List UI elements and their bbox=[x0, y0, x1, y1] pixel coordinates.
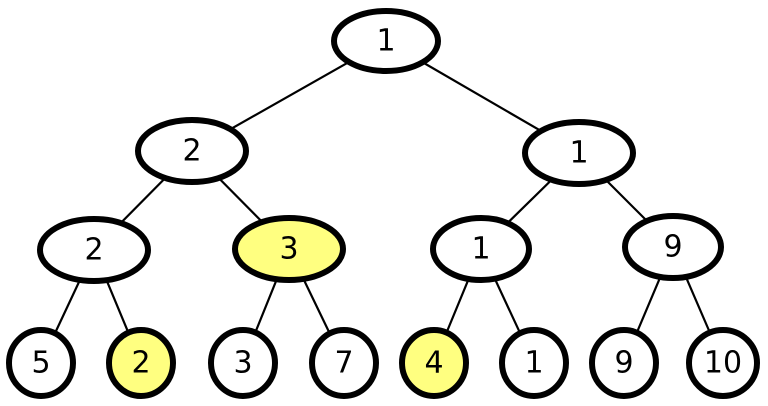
node-label: 3 bbox=[233, 346, 252, 381]
node-ellipse bbox=[106, 327, 176, 399]
tree-node-highlighted: 4 bbox=[399, 327, 469, 399]
tree-node: 3 bbox=[208, 327, 278, 399]
tree-node: 2 bbox=[135, 117, 249, 185]
tree-node: 1 bbox=[499, 327, 569, 399]
tree-node: 1 bbox=[522, 119, 636, 187]
node-ellipse bbox=[309, 327, 379, 399]
node-ellipse bbox=[399, 327, 469, 399]
tree-node: 2 bbox=[37, 216, 151, 284]
node-label: 9 bbox=[663, 230, 682, 265]
tree-nodes: 1 2 1 2 3 1 9 5 2 3 7 4 1 9 10 bbox=[6, 8, 760, 399]
tree-node-highlighted: 3 bbox=[232, 215, 346, 283]
tree-node: 5 bbox=[6, 327, 76, 399]
node-label: 5 bbox=[31, 346, 50, 381]
node-label: 2 bbox=[131, 346, 150, 381]
node-label: 1 bbox=[524, 346, 543, 381]
node-ellipse bbox=[589, 327, 659, 399]
node-label: 3 bbox=[279, 232, 298, 267]
node-ellipse bbox=[686, 327, 760, 399]
tree-node: 1 bbox=[331, 8, 441, 74]
tree-node-highlighted: 2 bbox=[106, 327, 176, 399]
tree-node: 9 bbox=[622, 213, 724, 281]
node-label: 2 bbox=[84, 233, 103, 268]
node-ellipse bbox=[430, 215, 532, 283]
tree-node: 1 bbox=[430, 215, 532, 283]
node-label: 1 bbox=[471, 232, 490, 267]
node-ellipse bbox=[135, 117, 249, 185]
node-ellipse bbox=[499, 327, 569, 399]
node-label: 4 bbox=[424, 346, 443, 381]
node-label: 9 bbox=[614, 346, 633, 381]
node-ellipse bbox=[622, 213, 724, 281]
tree-node: 10 bbox=[686, 327, 760, 399]
tree-node: 9 bbox=[589, 327, 659, 399]
tree-edges bbox=[39, 39, 725, 365]
node-label: 1 bbox=[376, 24, 395, 59]
node-label: 2 bbox=[182, 134, 201, 169]
tree-node: 7 bbox=[309, 327, 379, 399]
node-label: 1 bbox=[569, 136, 588, 171]
node-ellipse bbox=[208, 327, 278, 399]
node-ellipse bbox=[6, 327, 76, 399]
node-ellipse bbox=[37, 216, 151, 284]
node-ellipse bbox=[232, 215, 346, 283]
node-label: 10 bbox=[704, 346, 742, 381]
node-label: 7 bbox=[334, 346, 353, 381]
node-ellipse bbox=[331, 8, 441, 74]
node-ellipse bbox=[522, 119, 636, 187]
